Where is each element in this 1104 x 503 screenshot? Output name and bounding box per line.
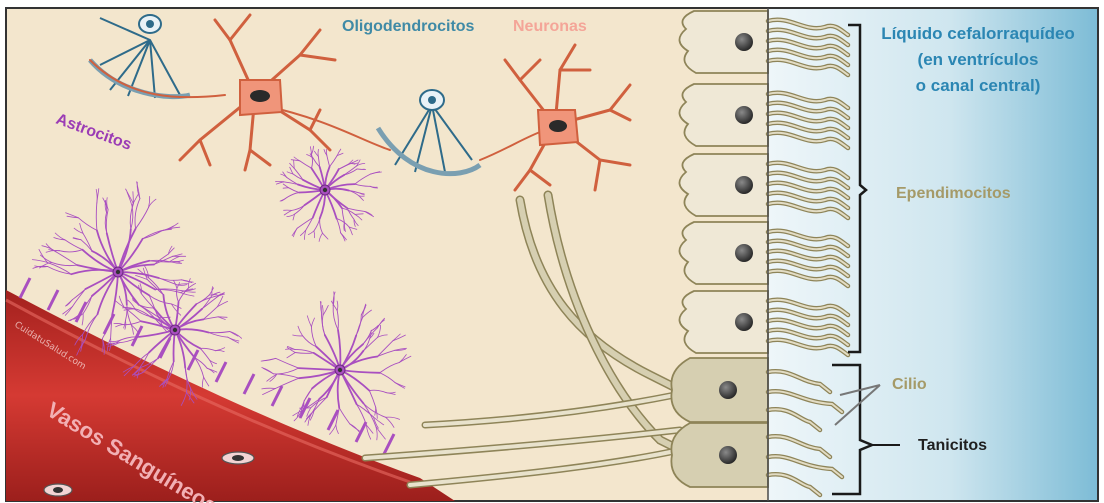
nucleus — [735, 106, 753, 124]
nucleus — [719, 381, 737, 399]
label-lcr-line3: o canal central) — [916, 76, 1041, 95]
nucleus — [719, 446, 737, 464]
label-cilio: Cilio — [892, 376, 927, 393]
label-tanicitos: Tanicitos — [918, 437, 987, 454]
label-ependimocitos: Ependimocitos — [896, 185, 1011, 202]
nucleus — [735, 244, 753, 262]
label-lcr-line2: (en ventrículos — [918, 50, 1039, 69]
nucleus — [735, 313, 753, 331]
nucleus — [735, 33, 753, 51]
label-lcr-line1: Líquido cefalorraquídeo — [881, 24, 1075, 43]
label-oligodendrocitos: Oligodendrocitos — [342, 18, 475, 35]
label-neuronas: Neuronas — [513, 18, 587, 35]
nucleus — [735, 176, 753, 194]
